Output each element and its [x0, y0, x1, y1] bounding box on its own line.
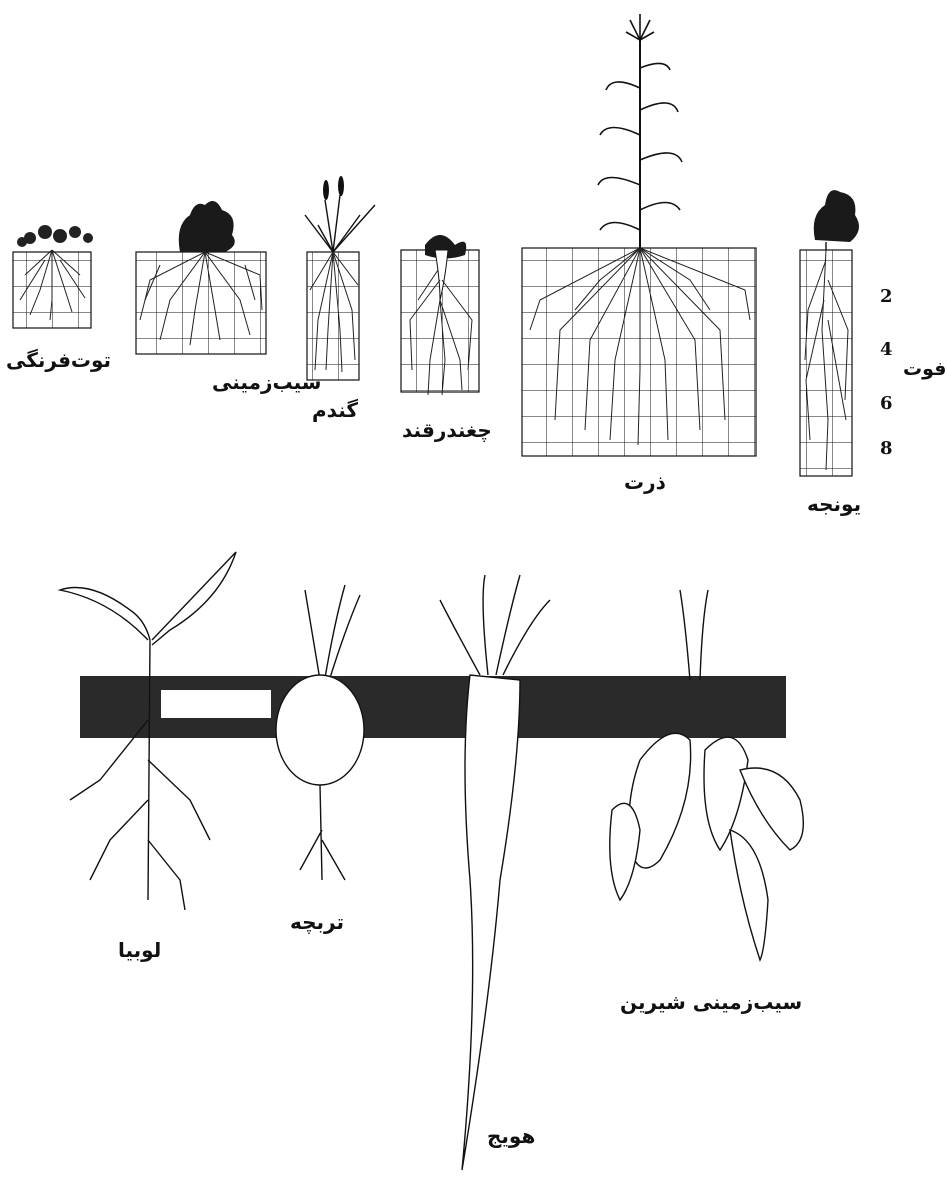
soil-band — [80, 676, 786, 738]
label-radish: تربچه — [290, 910, 344, 934]
label-corn: ذرت — [624, 470, 666, 494]
strawberry-root-grid — [13, 225, 93, 328]
label-potato: سیب‌زمینی — [212, 370, 321, 394]
label-sugarbeet: چغندرقند — [402, 418, 492, 442]
alfalfa-root-grid — [800, 190, 859, 476]
potato-root-grid — [136, 201, 266, 354]
depth-tick-6: 6 — [880, 393, 893, 414]
sweetpotato-plant — [610, 590, 804, 960]
radish-plant — [276, 585, 364, 880]
depth-tick-8: 8 — [880, 438, 893, 459]
label-strawberry: توت‌فرنگی — [6, 348, 111, 372]
label-bean: لوبیا — [118, 938, 161, 962]
wheat-root-grid — [305, 176, 375, 380]
sugarbeet-root-grid — [401, 235, 479, 395]
label-carrot: هویج — [487, 1124, 535, 1148]
label-wheat: گندم — [312, 398, 358, 422]
corn-root-grid — [522, 14, 756, 456]
carrot-plant — [440, 575, 550, 1170]
depth-unit-label: فوت — [903, 358, 946, 380]
label-sweetpotato: سیب‌زمینی شیرین — [620, 990, 802, 1014]
label-alfalfa: یونجه — [807, 492, 861, 516]
depth-tick-4: 4 — [880, 339, 893, 360]
depth-tick-2: 2 — [880, 286, 893, 307]
